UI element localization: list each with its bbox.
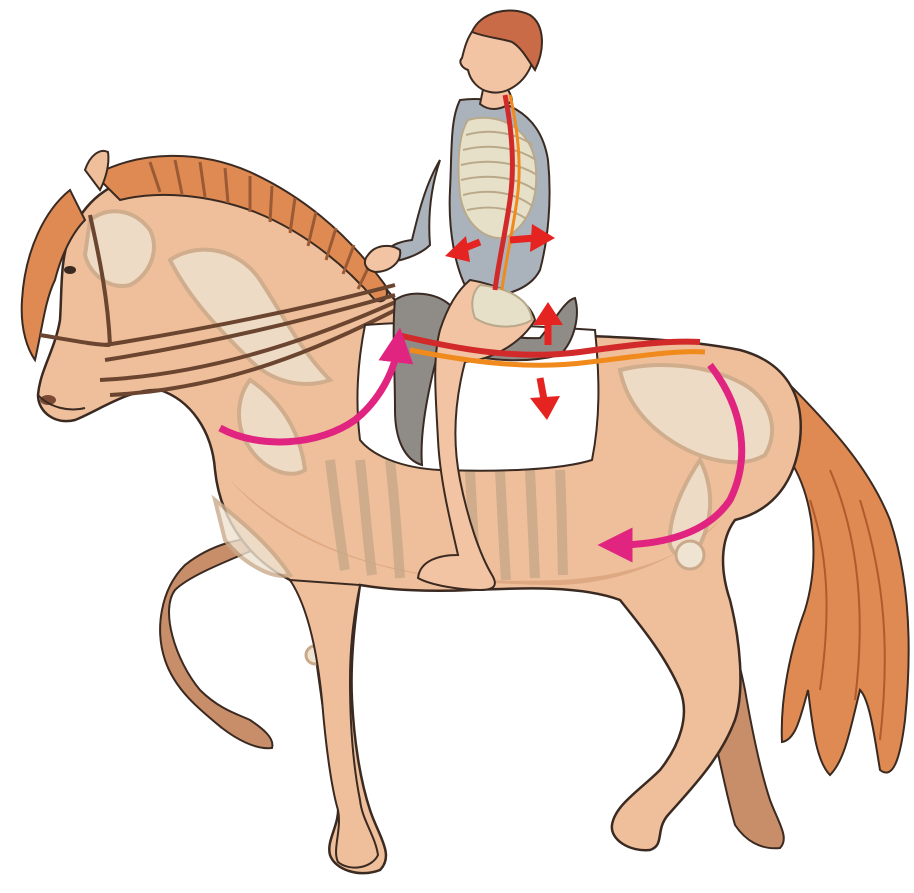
- rider-pelvis: [472, 285, 532, 327]
- horse-body: [38, 174, 801, 873]
- rider-hand: [365, 246, 400, 272]
- horse-far-foreleg: [160, 539, 272, 748]
- horse-near-foreleg: [290, 580, 378, 868]
